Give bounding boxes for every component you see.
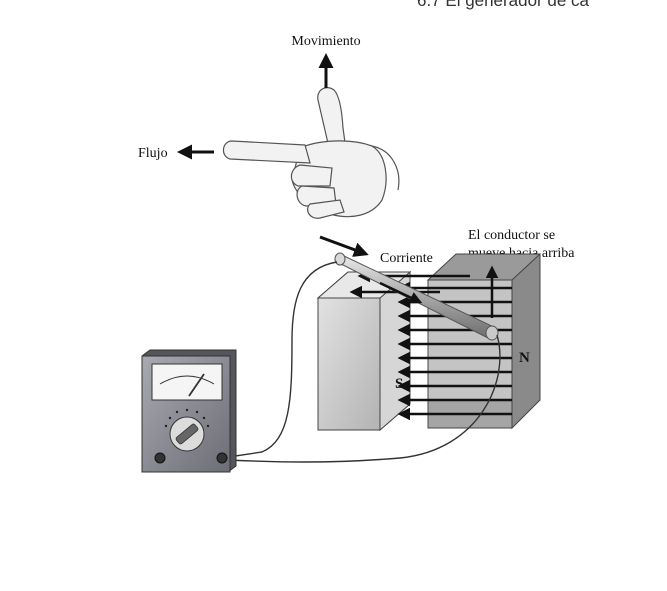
wire-right bbox=[227, 334, 501, 463]
terminal-right[interactable] bbox=[216, 452, 228, 464]
meter-needle bbox=[188, 373, 205, 397]
flux-label: Flujo bbox=[138, 146, 168, 161]
movement-label: Movimiento bbox=[291, 34, 360, 49]
pole-n-label: N bbox=[519, 350, 530, 366]
magnet-s-front bbox=[317, 297, 381, 431]
meter-dial-window bbox=[151, 363, 223, 401]
current-arrow bbox=[319, 235, 369, 257]
hand-illustration bbox=[222, 87, 400, 219]
current-label: Corriente bbox=[380, 251, 433, 266]
field-lines bbox=[349, 269, 512, 421]
pole-s-label: S bbox=[395, 376, 403, 392]
terminal-left[interactable] bbox=[154, 452, 166, 464]
wire-left bbox=[221, 261, 338, 459]
rod-current-arrow bbox=[379, 281, 423, 304]
conductor-label-line1: El conductor se bbox=[468, 228, 555, 243]
page-header: 6.7 El generador de ca bbox=[417, 0, 590, 10]
magnet-n-side bbox=[511, 252, 541, 430]
conductor-rod bbox=[334, 252, 499, 341]
magnet bbox=[316, 252, 541, 432]
galvanometer bbox=[141, 349, 237, 473]
